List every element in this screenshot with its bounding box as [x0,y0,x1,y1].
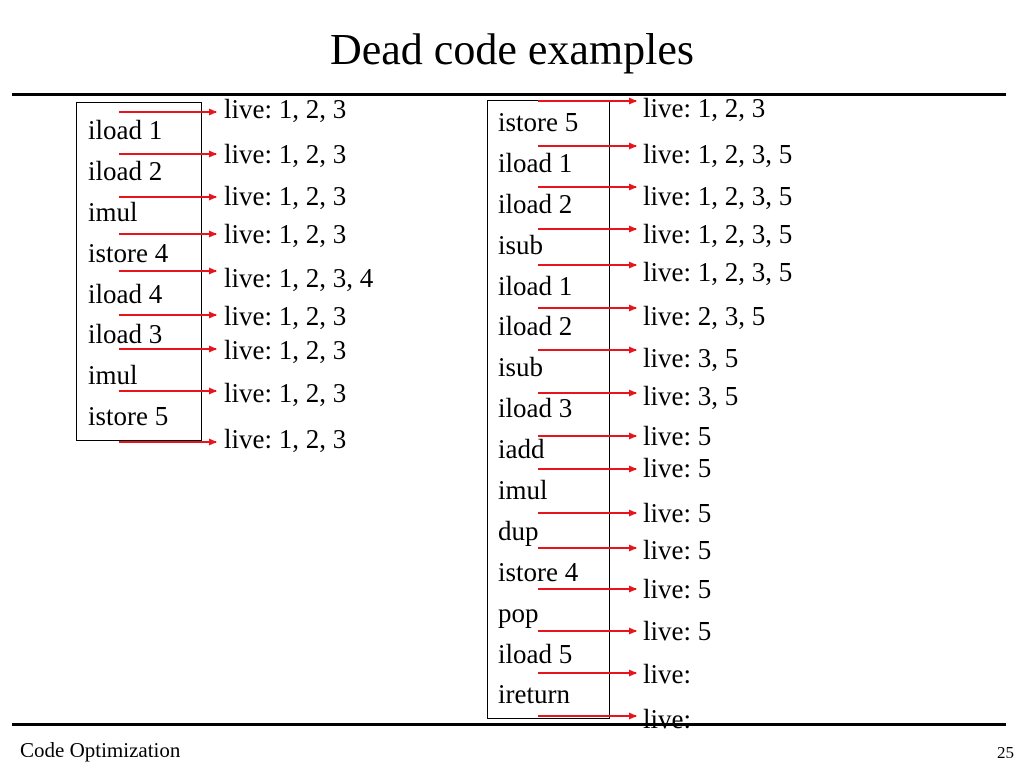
live-set-label: live: [643,704,691,734]
live-set-label: live: 1, 2, 3 [224,424,347,454]
live-set-label: live: 1, 2, 3 [643,93,766,123]
instruction-line: isub [498,230,544,260]
top-rule [12,93,1006,96]
instruction-line: istore 5 [498,107,579,137]
instruction-line: iload 5 [498,639,573,669]
instruction-line: iload 2 [88,156,163,186]
instruction-line: iload 4 [88,279,163,309]
instruction-line: iload 3 [88,319,163,349]
instruction-line: imul [88,360,138,390]
instruction-line: pop [498,598,539,628]
live-set-label: live: 5 [643,574,712,604]
instruction-line: dup [498,516,539,546]
instruction-line: iload 3 [498,393,573,423]
live-set-label: live: 1, 2, 3, 5 [643,139,793,169]
live-set-label: live: 1, 2, 3 [224,301,347,331]
instruction-line: istore 4 [498,557,579,587]
bottom-rule [12,723,1006,726]
live-set-label: live: 3, 5 [643,343,739,373]
page-number: 25 [997,743,1014,762]
live-set-label: live: 5 [643,421,712,451]
instruction-line: istore 5 [88,401,169,431]
instruction-line: imul [498,475,548,505]
instruction-line: imul [88,197,138,227]
live-set-label: live: 5 [643,616,712,646]
live-set-label: live: 1, 2, 3, 4 [224,263,374,293]
live-set-label: live: 1, 2, 3 [224,181,347,211]
instruction-line: iload 1 [498,271,573,301]
instruction-line: iload 2 [498,311,573,341]
live-set-label: live: 1, 2, 3, 5 [643,257,793,287]
live-set-label: live: 3, 5 [643,381,739,411]
live-set-label: live: 1, 2, 3, 5 [643,219,793,249]
live-set-label: live: 5 [643,453,712,483]
instruction-line: ireturn [498,679,570,709]
live-set-label: live: 1, 2, 3, 5 [643,181,793,211]
instruction-line: iload 1 [498,148,573,178]
live-set-label: live: 1, 2, 3 [224,139,347,169]
live-set-label: live: 5 [643,498,712,528]
instruction-line: isub [498,352,544,382]
instruction-line: iload 2 [498,189,573,219]
slide-title: Dead code examples [329,25,695,74]
instruction-line: istore 4 [88,238,169,268]
footer-course-title: Code Optimization [20,738,181,762]
live-set-label: live: 5 [643,535,712,565]
instruction-line: iload 1 [88,115,163,145]
live-set-label: live: 1, 2, 3 [224,94,347,124]
live-set-label: live: 1, 2, 3 [224,219,347,249]
live-set-label: live: 2, 3, 5 [643,301,766,331]
live-set-label: live: 1, 2, 3 [224,335,347,365]
live-set-label: live: 1, 2, 3 [224,378,347,408]
live-set-label: live: [643,659,691,689]
instruction-line: iadd [498,434,545,464]
